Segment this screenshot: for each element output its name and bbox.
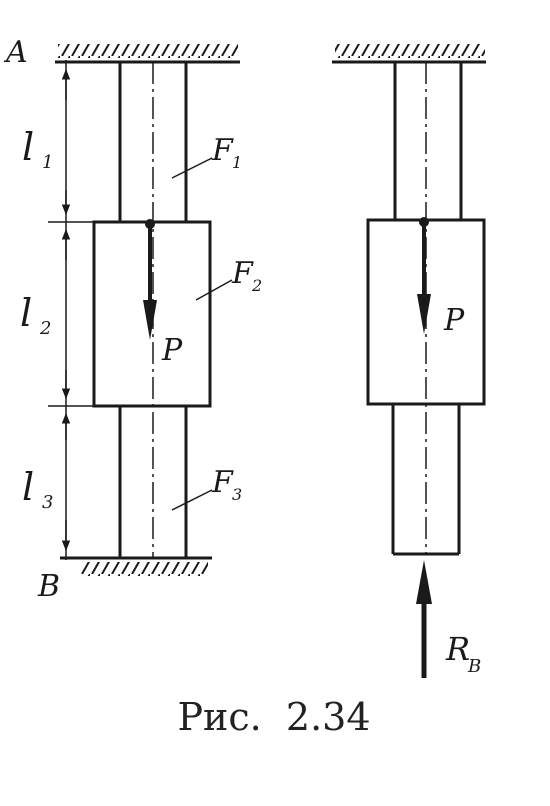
label-F3-sub: 3	[232, 485, 242, 504]
label-l1-sub: 1	[42, 152, 53, 173]
label-F2-sub: 2	[251, 276, 262, 295]
load-arrow-right	[417, 217, 431, 334]
label-l1: l	[22, 125, 34, 169]
leader-F1	[171, 157, 213, 179]
label-F1: F	[211, 133, 234, 168]
segment-F1	[118, 62, 188, 222]
leader-F2	[195, 279, 233, 301]
label-F1-sub: 1	[232, 153, 242, 172]
bottom-support-B	[60, 556, 212, 576]
label-A: A	[3, 35, 28, 70]
label-P-left: P	[161, 333, 183, 368]
label-RB-sub: B	[467, 656, 481, 677]
label-F3: F	[211, 465, 234, 500]
label-l2: l	[20, 291, 32, 335]
figure-caption: Рис. 2.34	[177, 695, 370, 739]
label-l3: l	[22, 465, 34, 509]
label-l2-sub: 2	[39, 318, 51, 339]
label-P-right: P	[443, 303, 465, 338]
right-figure: P R B	[332, 44, 486, 678]
reaction-arrow-RB	[416, 560, 432, 678]
label-F2: F	[231, 256, 254, 291]
leader-F3	[171, 489, 213, 511]
dimension-line	[48, 60, 94, 560]
load-arrow-left	[143, 219, 157, 340]
label-RB: R	[445, 630, 470, 668]
top-support-A	[55, 44, 240, 64]
segment-upper-right	[393, 62, 463, 220]
segment-F3	[118, 406, 188, 558]
label-B: B	[37, 569, 60, 604]
left-figure: A B l 1 l 2 l 3 F 1 F 2 F 3 P	[3, 35, 262, 604]
label-l3-sub: 3	[42, 492, 53, 513]
top-support-right	[332, 44, 486, 64]
